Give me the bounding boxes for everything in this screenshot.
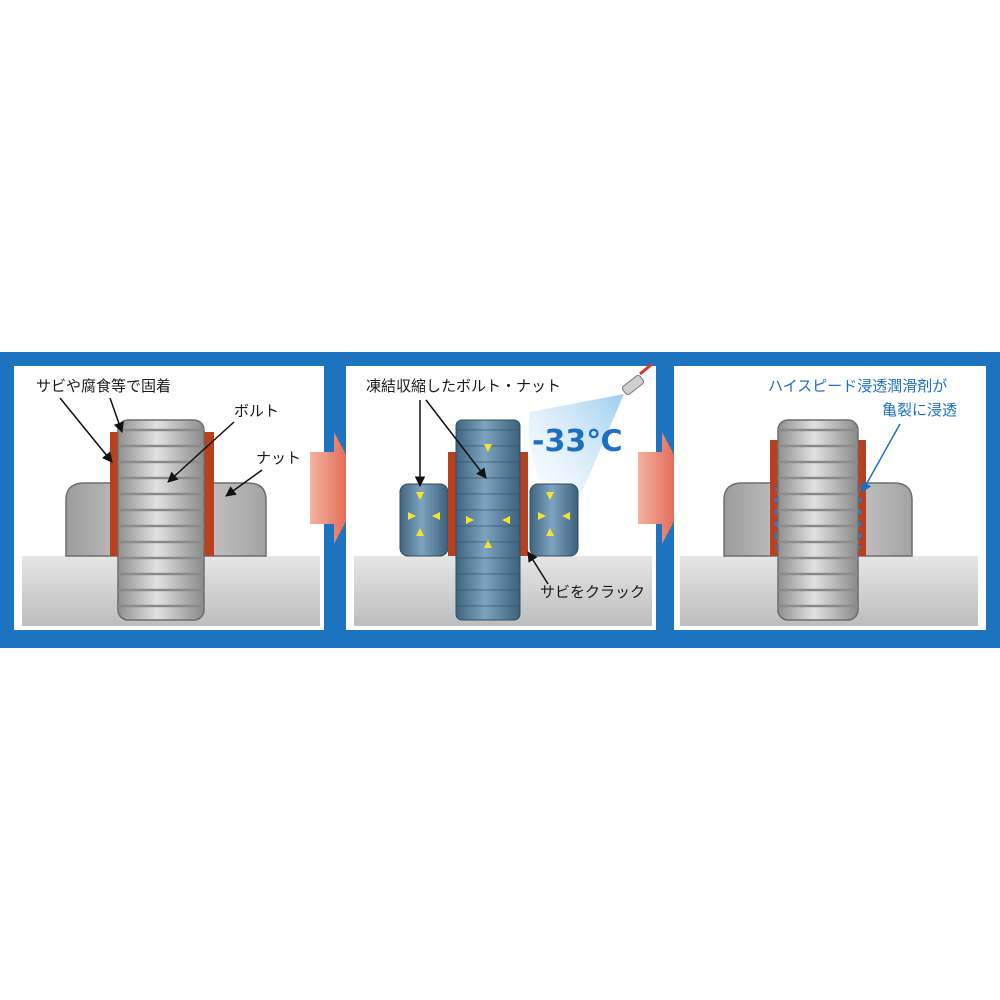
panel-rust-fixed: サビや腐食等で固着 ボルト ナット xyxy=(14,366,324,630)
frozen-nut-left xyxy=(399,483,449,557)
rust-crack-left xyxy=(448,452,456,556)
panel-freeze-shrink: 凍結収縮したボルト・ナット -33℃ サビをクラック xyxy=(346,362,656,630)
spray-can-icon xyxy=(621,374,645,396)
pointer-crack xyxy=(527,551,549,585)
bolt-threads xyxy=(778,420,858,620)
pointer-rust-mid xyxy=(109,397,124,433)
label-nut: ナット xyxy=(256,449,301,467)
label-rust-fixed: サビや腐食等で固着 xyxy=(36,377,171,395)
pointer-rust-left xyxy=(59,397,113,463)
pointer-nut xyxy=(225,469,263,497)
spray-nozzle xyxy=(639,362,653,376)
label-penetrant-line2: 亀裂に浸透 xyxy=(882,401,957,419)
label-temperature: -33℃ xyxy=(532,424,623,459)
panel-penetrant: ハイスピード浸透潤滑剤が 亀裂に浸透 xyxy=(674,366,986,630)
pointer-penetrant xyxy=(861,423,901,493)
frozen-bolt-threads xyxy=(456,420,520,620)
label-crack: サビをクラック xyxy=(540,583,645,601)
label-bolt: ボルト xyxy=(234,402,279,420)
right-arrow-icon xyxy=(310,432,364,544)
label-penetrant-line1: ハイスピード浸透潤滑剤が xyxy=(768,377,947,395)
pointer-bolt xyxy=(167,421,235,483)
pointer-frozen-bolt xyxy=(425,399,487,479)
frozen-nut-right xyxy=(529,483,579,557)
shrink-arrows xyxy=(408,444,570,548)
right-arrow-icon xyxy=(638,432,692,544)
label-frozen: 凍結収縮したボルト・ナット xyxy=(366,377,561,395)
bolt-threads xyxy=(118,420,204,620)
rust-crack-right xyxy=(520,452,528,556)
